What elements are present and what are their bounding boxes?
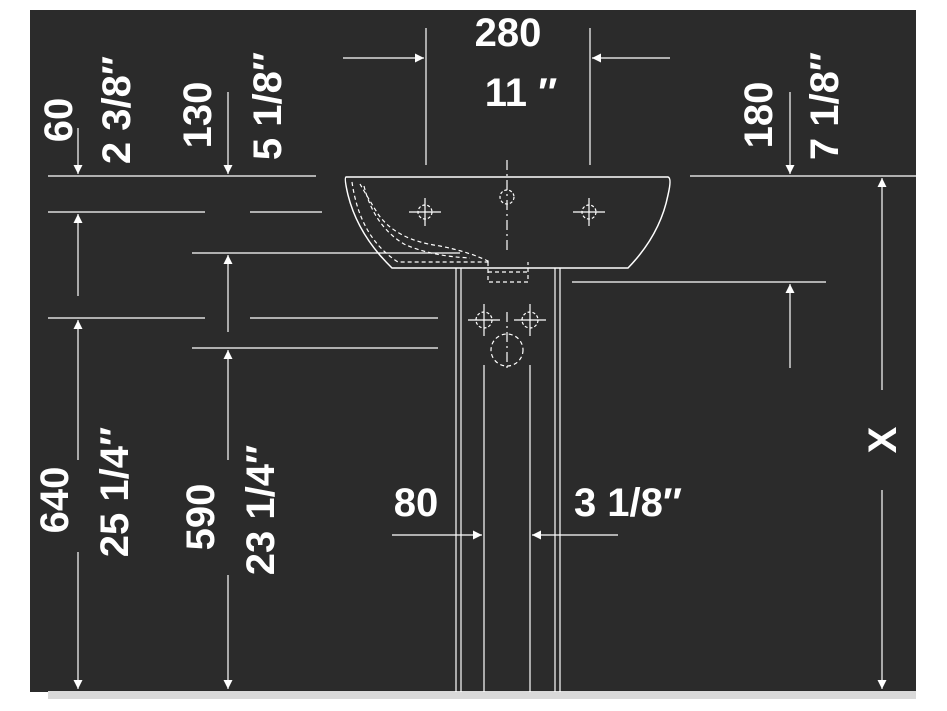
label-280-in: 11 ″	[485, 71, 558, 115]
label-180-in: 7 1/8″	[803, 52, 847, 160]
label-590-mm: 590	[179, 484, 223, 551]
overflow-hole	[499, 160, 515, 252]
supply-right	[514, 304, 546, 336]
label-60-in: 2 3/8″	[95, 56, 139, 164]
tap-hole-left	[409, 198, 441, 226]
tap-hole-right	[573, 198, 605, 226]
label-640-mm: 640	[33, 467, 77, 534]
label-280-mm: 280	[475, 11, 542, 55]
basin-inner-bowl	[351, 181, 491, 263]
label-80-in: 3 1/8″	[574, 481, 682, 525]
label-x: X	[861, 426, 905, 453]
label-640-in: 25 1/4″	[93, 427, 137, 557]
basin-outline	[344, 176, 671, 269]
drawing-background	[30, 10, 916, 692]
basin-inner-bowl-2	[363, 185, 471, 259]
label-180-mm: 180	[737, 82, 781, 149]
label-60-mm: 60	[37, 98, 81, 143]
floor-line	[48, 691, 916, 699]
drain-connection	[490, 312, 524, 372]
supply-left	[468, 304, 500, 336]
label-80-mm: 80	[394, 481, 439, 525]
label-590-in: 23 1/4″	[239, 445, 283, 575]
label-130-in: 5 1/8″	[246, 52, 290, 160]
label-130-mm: 130	[176, 82, 220, 149]
